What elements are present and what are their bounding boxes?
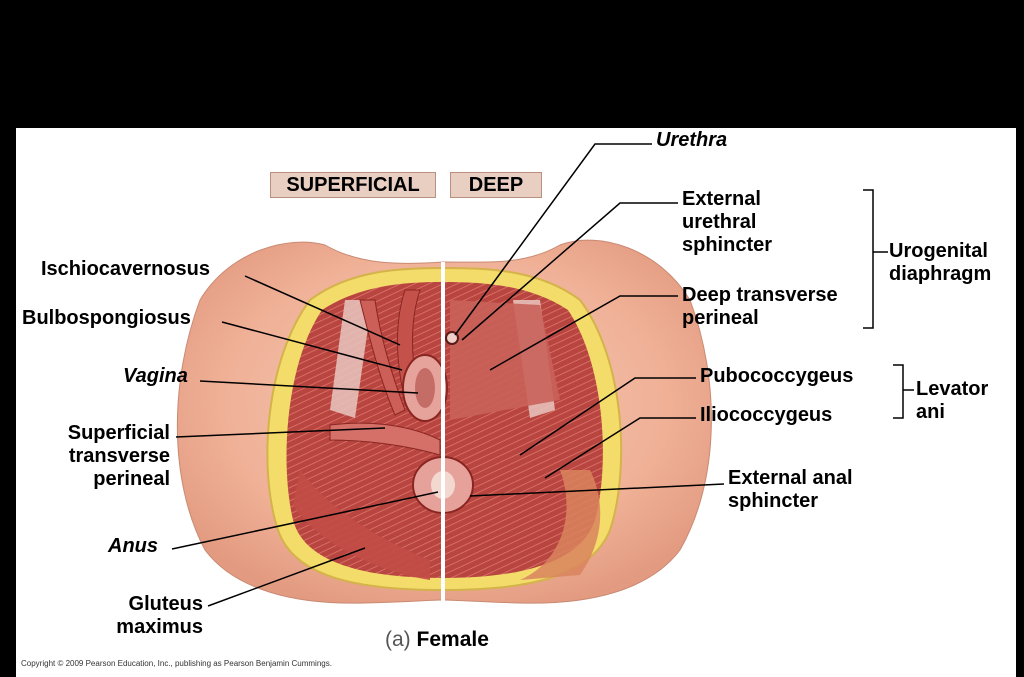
label-anus: Anus	[108, 535, 158, 557]
label-urogenital-diaphragm: Urogenital diaphragm	[889, 240, 992, 285]
label-external-anal-sphincter: External anal sphincter	[728, 467, 853, 512]
label-bulbospongiosus: Bulbospongiosus	[22, 307, 191, 329]
copyright-notice: Copyright © 2009 Pearson Education, Inc.…	[21, 659, 332, 668]
deep-box: DEEP	[450, 172, 542, 198]
superficial-box: SUPERFICIAL	[270, 172, 436, 198]
label-external-urethral-sphincter: External urethral sphincter	[682, 188, 773, 256]
label-superficial-transverse-perineal: Superficial transverse perineal	[67, 422, 170, 490]
figure-caption: (a) Female	[385, 628, 489, 651]
label-urethra: Urethra	[656, 129, 728, 151]
label-ischiocavernosus: Ischiocavernosus	[41, 258, 210, 280]
label-deep-transverse-perineal: Deep transverse perineal	[682, 284, 838, 329]
label-levator-ani: Levator ani	[916, 378, 989, 423]
label-pubococcygeus: Pubococcygeus	[700, 365, 854, 387]
label-gluteus-maximus: Gluteus maximus	[116, 593, 203, 638]
label-vagina: Vagina	[123, 365, 188, 387]
label-iliococcygeus: Iliococcygeus	[700, 404, 833, 426]
